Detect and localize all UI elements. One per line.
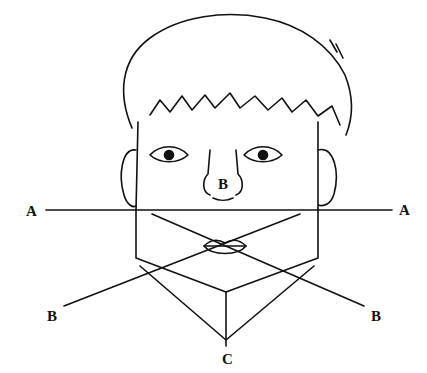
nose-base <box>213 198 233 200</box>
head-outline <box>124 15 352 135</box>
pupil-right <box>259 151 268 160</box>
ear-left <box>121 150 136 207</box>
line-label: B <box>47 309 57 324</box>
jaw-outline <box>136 210 318 292</box>
hair-strands <box>330 40 343 58</box>
nose-right <box>236 150 242 195</box>
point-label: B <box>218 177 228 192</box>
line-label: B <box>371 309 381 324</box>
face-right <box>317 122 319 210</box>
ear-right <box>318 150 336 206</box>
line-a <box>46 209 392 211</box>
line-b-right <box>152 214 364 306</box>
nose-left <box>204 150 210 195</box>
pupil-left <box>165 151 174 160</box>
eye-left <box>150 147 188 162</box>
line-c <box>225 292 227 346</box>
line-label: A <box>26 204 37 219</box>
eye-right <box>244 147 282 162</box>
face-left <box>136 122 138 210</box>
hair-fringe <box>150 93 340 125</box>
line-label: C <box>222 352 233 367</box>
line-label: A <box>399 203 410 218</box>
neck-v <box>140 266 314 340</box>
